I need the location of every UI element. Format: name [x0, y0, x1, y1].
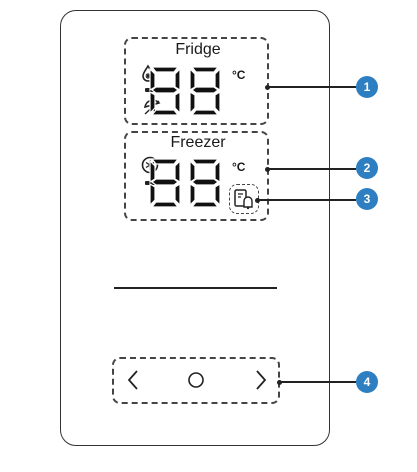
leader-line-1 — [268, 86, 356, 88]
panel-divider — [114, 287, 277, 289]
freezer-dash-indicator — [145, 181, 159, 185]
circle-icon — [188, 372, 204, 388]
fridge-zone — [124, 37, 269, 125]
left-chevron-icon — [127, 370, 138, 390]
left-button[interactable] — [124, 367, 142, 393]
leader-dot-4 — [277, 380, 282, 385]
callout-4: 4 — [356, 371, 378, 393]
leader-line-3 — [258, 199, 356, 201]
freezer-unit: °C — [232, 160, 246, 174]
right-button[interactable] — [252, 367, 270, 393]
center-button[interactable] — [187, 371, 205, 389]
freezer-title: Freezer — [170, 134, 226, 151]
callout-1: 1 — [356, 76, 378, 98]
freezer-zone — [124, 131, 269, 221]
fridge-temperature-digits — [149, 66, 221, 116]
leader-line-4 — [280, 381, 356, 383]
leader-dot-2 — [265, 167, 270, 172]
leader-line-2 — [268, 168, 356, 170]
fridge-unit: °C — [232, 68, 246, 82]
callout-2: 2 — [356, 157, 378, 179]
freezer-temperature-digits — [149, 158, 221, 208]
right-chevron-icon — [256, 370, 267, 390]
leader-dot-1 — [265, 85, 270, 90]
filter-reset-icon — [234, 189, 253, 210]
callout-3: 3 — [356, 188, 378, 210]
leader-dot-3 — [255, 198, 260, 203]
fridge-title: Fridge — [175, 41, 221, 58]
